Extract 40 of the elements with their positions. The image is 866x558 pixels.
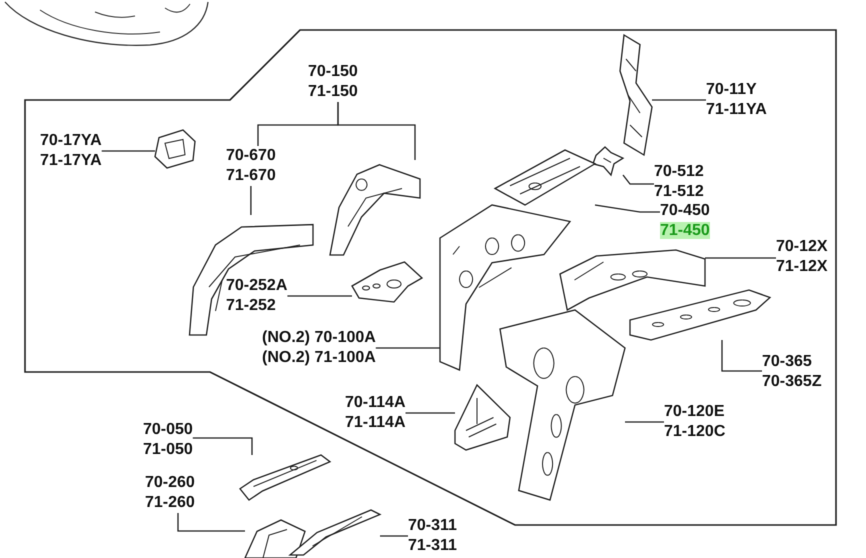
part-number-label: 70-311 71-311: [408, 516, 457, 556]
part-number-label: 70-260 71-260: [145, 473, 195, 513]
pillar-drawing: [245, 520, 305, 558]
leader-line: [380, 535, 408, 537]
leader-line: [721, 340, 762, 372]
leader-line: [652, 99, 706, 101]
part-number-label: 70-120E 71-120C: [664, 402, 726, 442]
bracket-drawing: [155, 130, 195, 168]
rail-drawing: [240, 455, 330, 500]
leader-line: [287, 295, 352, 297]
part-number-label: 70-114A 71-114A: [345, 393, 406, 433]
part-number-label: 70-12X 71-12X: [776, 237, 828, 277]
part-number-label: 70-512 71-512: [654, 162, 704, 202]
part-number-label: 70-670 71-670: [226, 146, 276, 186]
part-number-label: 70-252A 71-252: [226, 276, 288, 316]
shelf-panel-drawing: [495, 150, 595, 205]
part-number-label: 70-050 71-050: [143, 420, 193, 460]
leader-line: [705, 257, 776, 259]
leader-line: [594, 204, 660, 213]
leader-line: [376, 347, 440, 349]
part-number-label: (NO.2) 70-100A (NO.2) 71-100A: [262, 328, 376, 368]
leader-line: [192, 437, 253, 455]
rail-drawing: [290, 510, 380, 555]
leader-line: [177, 513, 245, 532]
leader-line: [622, 174, 654, 185]
leader-line: [406, 412, 455, 414]
gusset-drawing: [352, 262, 422, 302]
part-number-label: 70-450 71-450: [660, 201, 710, 241]
part-number-label: 70-11Y 71-11YA: [706, 80, 767, 120]
part-number-label: 70-365 70-365Z: [762, 352, 822, 392]
rear-member-drawing: [630, 290, 770, 340]
leader-line: [102, 150, 155, 152]
leader-line: [337, 102, 416, 160]
clip-drawing: [593, 147, 623, 175]
part-number-label: 70-150 71-150: [308, 62, 358, 102]
bracket-drawing: [455, 385, 510, 450]
leader-line: [625, 421, 664, 423]
leader-line: [250, 186, 252, 215]
upper-rail-drawing: [560, 250, 705, 310]
part-number-label: 70-17YA 71-17YA: [40, 131, 102, 171]
